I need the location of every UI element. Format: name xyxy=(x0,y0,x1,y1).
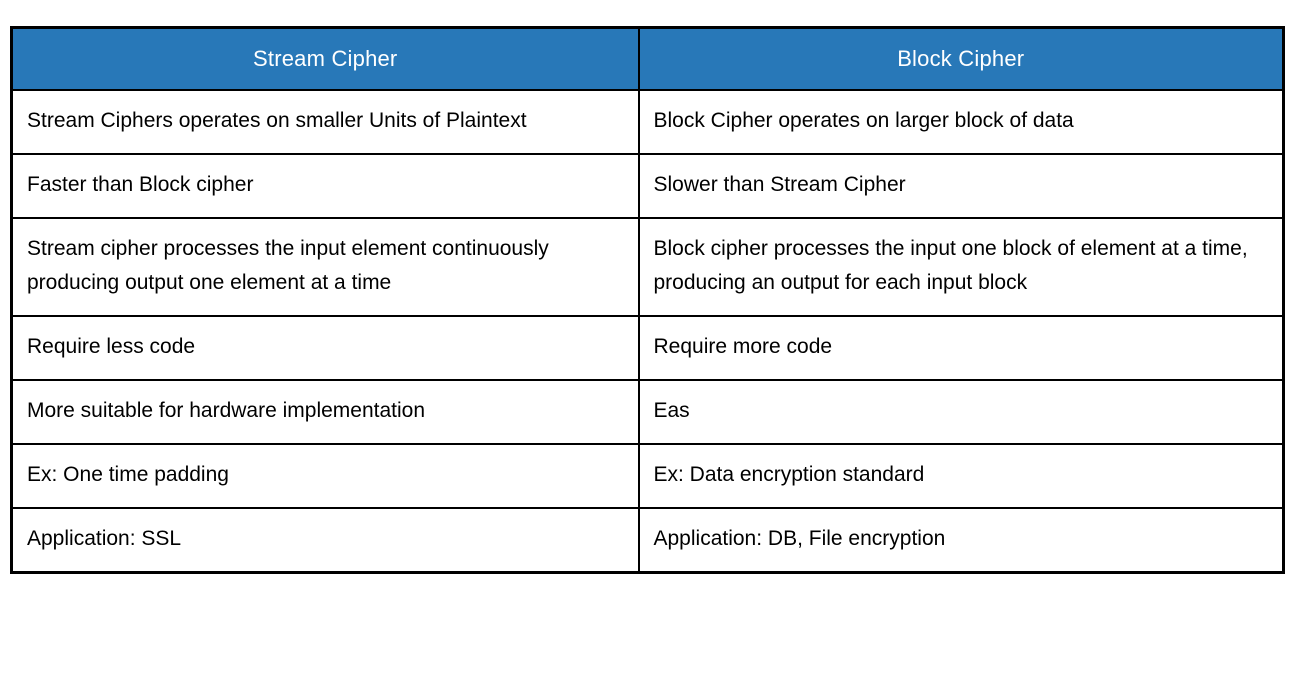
cell-block-speed: Slower than Stream Cipher xyxy=(637,153,1285,219)
cell-block-units: Block Cipher operates on larger block of… xyxy=(637,89,1285,155)
table-row: Ex: One time padding Ex: Data encryption… xyxy=(10,443,1285,509)
cell-block-code: Require more code xyxy=(637,315,1285,381)
cell-stream-example: Ex: One time padding xyxy=(10,443,640,509)
table-header-row: Stream Cipher Block Cipher xyxy=(10,26,1285,91)
table-row: Faster than Block cipher Slower than Str… xyxy=(10,153,1285,219)
cell-stream-code: Require less code xyxy=(10,315,640,381)
cell-stream-application: Application: SSL xyxy=(10,507,640,574)
table-row: More suitable for hardware implementatio… xyxy=(10,379,1285,445)
cell-block-implementation: Eas xyxy=(637,379,1285,445)
column-header-block-cipher: Block Cipher xyxy=(637,26,1285,91)
cell-block-processing: Block cipher processes the input one blo… xyxy=(637,217,1285,317)
column-header-stream-cipher: Stream Cipher xyxy=(10,26,640,91)
table-row: Stream cipher processes the input elemen… xyxy=(10,217,1285,317)
cipher-comparison-table: Stream Cipher Block Cipher Stream Cipher… xyxy=(10,26,1285,574)
cell-stream-implementation: More suitable for hardware implementatio… xyxy=(10,379,640,445)
cell-block-example: Ex: Data encryption standard xyxy=(637,443,1285,509)
table-row: Application: SSL Application: DB, File e… xyxy=(10,507,1285,574)
cell-stream-processing: Stream cipher processes the input elemen… xyxy=(10,217,640,317)
table-row: Require less code Require more code xyxy=(10,315,1285,381)
cell-stream-speed: Faster than Block cipher xyxy=(10,153,640,219)
table-row: Stream Ciphers operates on smaller Units… xyxy=(10,89,1285,155)
cell-block-application: Application: DB, File encryption xyxy=(637,507,1285,574)
cell-stream-units: Stream Ciphers operates on smaller Units… xyxy=(10,89,640,155)
